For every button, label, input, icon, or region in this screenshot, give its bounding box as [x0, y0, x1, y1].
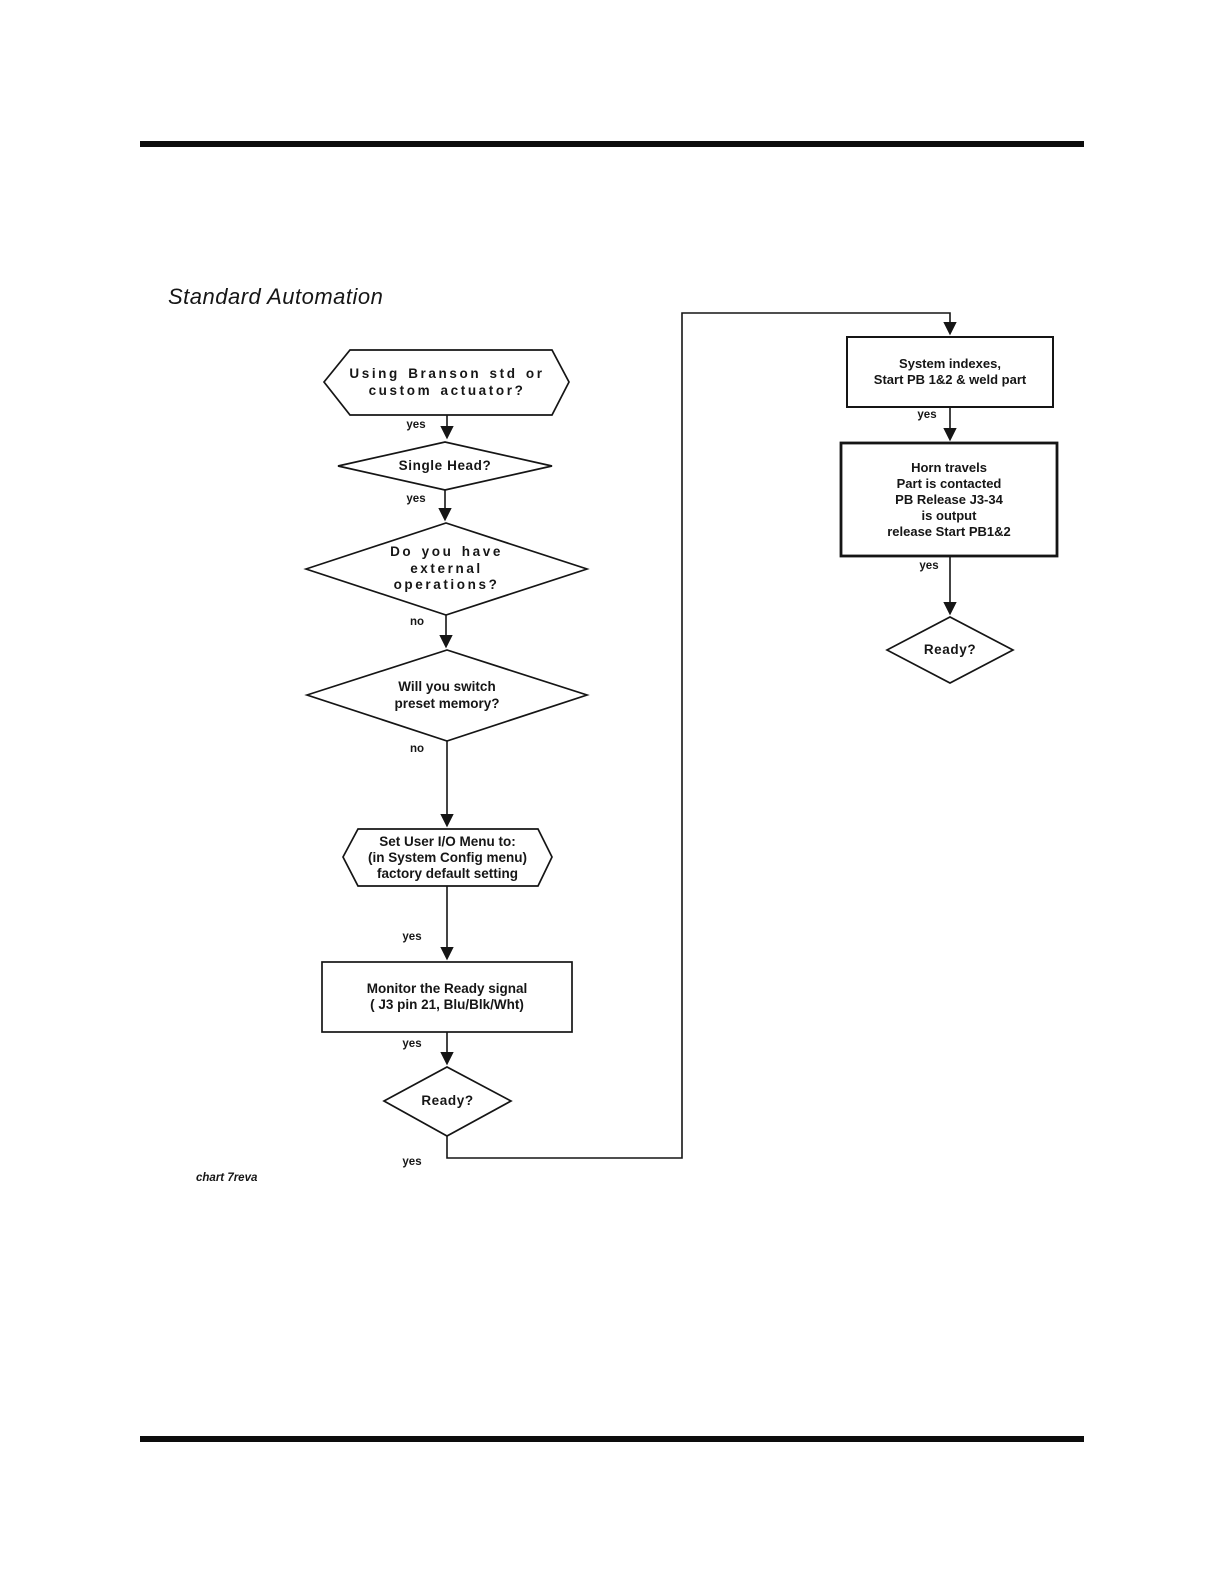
edge-readyleft-loop-to-systemindexes [446, 312, 957, 1159]
page-title: Standard Automation [168, 284, 384, 309]
shape-actuator-hexagon [322, 349, 570, 416]
shape-external-ops-diamond [303, 522, 590, 616]
shape-single-head-diamond [337, 441, 553, 491]
shape-switch-memory-diamond [304, 649, 590, 742]
shape-system-indexes-rect [846, 336, 1054, 408]
shape-ready-left-diamond [382, 1066, 513, 1137]
shape-horn-travels-rect [839, 441, 1059, 558]
bottom-rule [140, 1436, 1084, 1442]
shape-monitor-ready-rect [321, 961, 573, 1033]
shape-set-user-io-hexagon [342, 828, 553, 887]
top-rule [140, 141, 1084, 147]
chart-caption: chart 7reva [196, 1172, 258, 1184]
shape-ready-right-diamond [885, 616, 1015, 684]
